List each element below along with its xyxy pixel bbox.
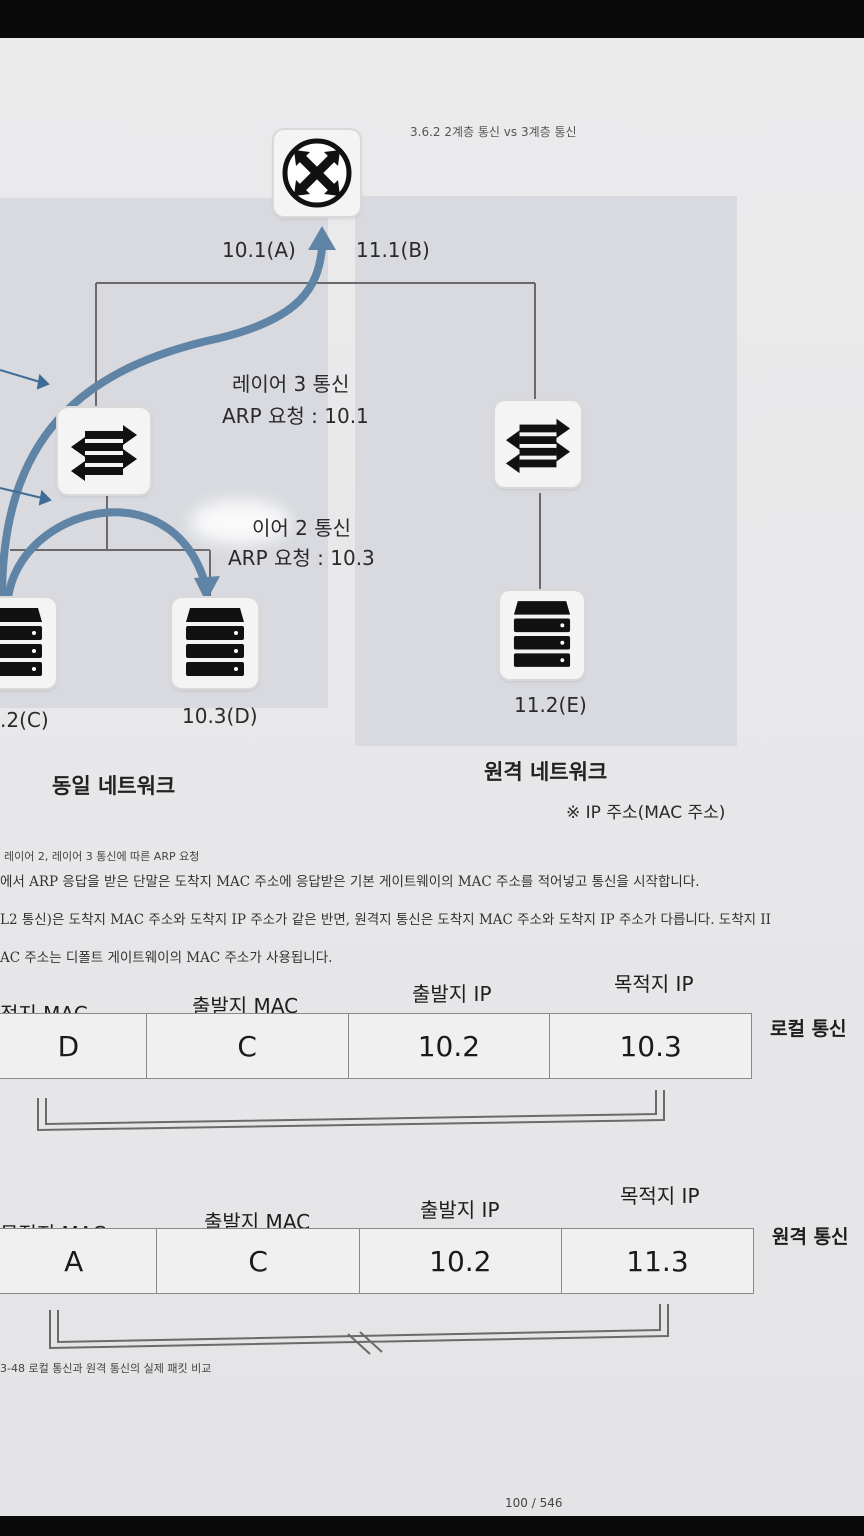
l2-title: 이어 2 통신 bbox=[252, 516, 352, 540]
local-match-bracket bbox=[37, 1090, 665, 1132]
remote-packet-table: A C 10.2 11.3 bbox=[0, 1228, 755, 1294]
l3-arrow-head bbox=[308, 226, 336, 250]
figure2-caption: 3-48 로컬 통신과 원격 통신의 실제 패킷 비교 bbox=[0, 1362, 212, 1375]
body-line-1: 에서 ARP 응답을 받은 단말은 도착지 MAC 주소에 응답받은 기본 게이… bbox=[0, 874, 700, 890]
host-d-node bbox=[172, 598, 258, 688]
book-page: 3.6.2 2계층 통신 vs 3계층 통신 bbox=[0, 38, 864, 1516]
local-dst-ip-cell: 10.3 bbox=[549, 1013, 752, 1079]
local-dst-mac-cell: D bbox=[0, 1013, 147, 1079]
remote-packet-label: 원격 통신 bbox=[772, 1226, 849, 1248]
remote-network-label: 원격 네트워크 bbox=[484, 760, 608, 784]
remote-src-ip-cell: 10.2 bbox=[358, 1228, 562, 1294]
network-links bbox=[0, 226, 541, 603]
l2-arp-label: ARP 요청 : 10.3 bbox=[228, 546, 375, 570]
local-network-label: 동일 네트워크 bbox=[52, 774, 176, 798]
server-icon bbox=[0, 608, 42, 676]
body-line-3: AC 주소는 디폴트 게이트웨이의 MAC 주소가 사용됩니다. bbox=[0, 950, 333, 966]
server-icon bbox=[513, 601, 571, 667]
l2-arrow-head bbox=[194, 576, 220, 602]
local-src-ip-cell: 10.2 bbox=[347, 1013, 551, 1079]
host-c-node bbox=[0, 598, 56, 688]
router-node bbox=[274, 130, 360, 216]
server-icon bbox=[186, 608, 244, 676]
screen-glare bbox=[190, 500, 290, 544]
local-col-src-ip: 출발지 IP bbox=[412, 982, 492, 1006]
figure-caption: 레이어 2, 레이어 3 통신에 따른 ARP 요청 bbox=[4, 850, 200, 863]
legend-note: ※ IP 주소(MAC 주소) bbox=[566, 803, 726, 823]
host-e-label: 11.2(E) bbox=[514, 693, 587, 717]
router-port-a-label: 10.1(A) bbox=[222, 238, 296, 262]
table-row: D C 10.2 10.3 bbox=[0, 1013, 752, 1079]
body-line-2: L2 통신)은 도착지 MAC 주소와 도착지 IP 주소가 같은 반면, 원격… bbox=[0, 912, 772, 928]
host-d-label: 10.3(D) bbox=[182, 704, 258, 728]
local-src-mac-cell: C bbox=[145, 1013, 349, 1079]
remote-dst-ip-cell: 11.3 bbox=[560, 1228, 755, 1294]
local-packet-label: 로컬 통신 bbox=[770, 1018, 847, 1040]
remote-col-src-ip: 출발지 IP bbox=[420, 1198, 500, 1222]
router-icon bbox=[282, 138, 352, 208]
switch-icon bbox=[505, 418, 571, 474]
page-number: 100 / 546 bbox=[505, 1496, 563, 1510]
local-switch-node bbox=[58, 408, 150, 494]
remote-src-mac-cell: C bbox=[156, 1228, 360, 1294]
router-port-b-label: 11.1(B) bbox=[356, 238, 430, 262]
local-col-dst-ip: 목적지 IP bbox=[614, 972, 694, 996]
table-row: A C 10.2 11.3 bbox=[0, 1228, 755, 1294]
host-c-label: .2(C) bbox=[0, 708, 49, 732]
l3-title: 레이어 3 통신 bbox=[232, 372, 350, 396]
host-e-node bbox=[500, 591, 584, 679]
remote-dst-mac-cell: A bbox=[0, 1228, 158, 1294]
section-header: 3.6.2 2계층 통신 vs 3계층 통신 bbox=[410, 125, 577, 139]
local-packet-table: D C 10.2 10.3 bbox=[0, 1013, 752, 1079]
remote-switch-node bbox=[495, 401, 581, 487]
switch-icon bbox=[71, 425, 137, 481]
remote-mismatch-bracket bbox=[49, 1304, 669, 1355]
l3-arp-label: ARP 요청 : 10.1 bbox=[222, 404, 369, 428]
remote-col-dst-ip: 목적지 IP bbox=[620, 1184, 700, 1208]
